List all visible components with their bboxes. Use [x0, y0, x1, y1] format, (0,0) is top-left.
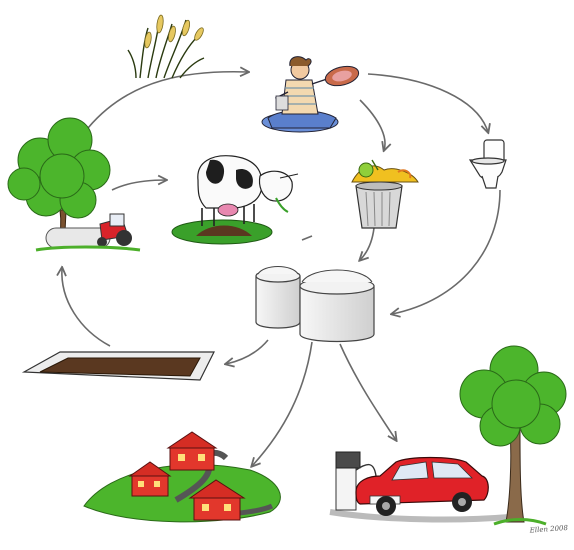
arrow-silos-to-houses: [252, 342, 312, 466]
arrow-person-to-toilet: [368, 74, 488, 132]
arrow-cow-to-silos: [302, 236, 312, 240]
arrow-silos-to-field: [226, 340, 268, 364]
tree-tractor-icon: [8, 118, 140, 250]
houses-icon: [84, 432, 280, 522]
person-eating-icon: [262, 57, 361, 132]
arrow-person-to-bin: [360, 100, 385, 150]
arrow-silos-to-car: [340, 344, 396, 440]
toilet-icon: [470, 140, 506, 188]
arrow-toilet-to-silos: [392, 190, 500, 314]
arrow-tree-to-person: [88, 72, 248, 128]
biogas-silos-icon: [256, 267, 374, 342]
arrow-field-to-tree: [62, 268, 110, 346]
waste-bin-icon: [352, 160, 418, 228]
car-fuel-pump-icon: [330, 452, 520, 519]
arrow-tree-to-cow: [112, 180, 166, 190]
arrow-bin-to-silos: [360, 228, 374, 260]
cow-icon: [172, 156, 298, 244]
reeds-icon: [128, 15, 205, 78]
digestate-field-icon: [24, 352, 214, 380]
